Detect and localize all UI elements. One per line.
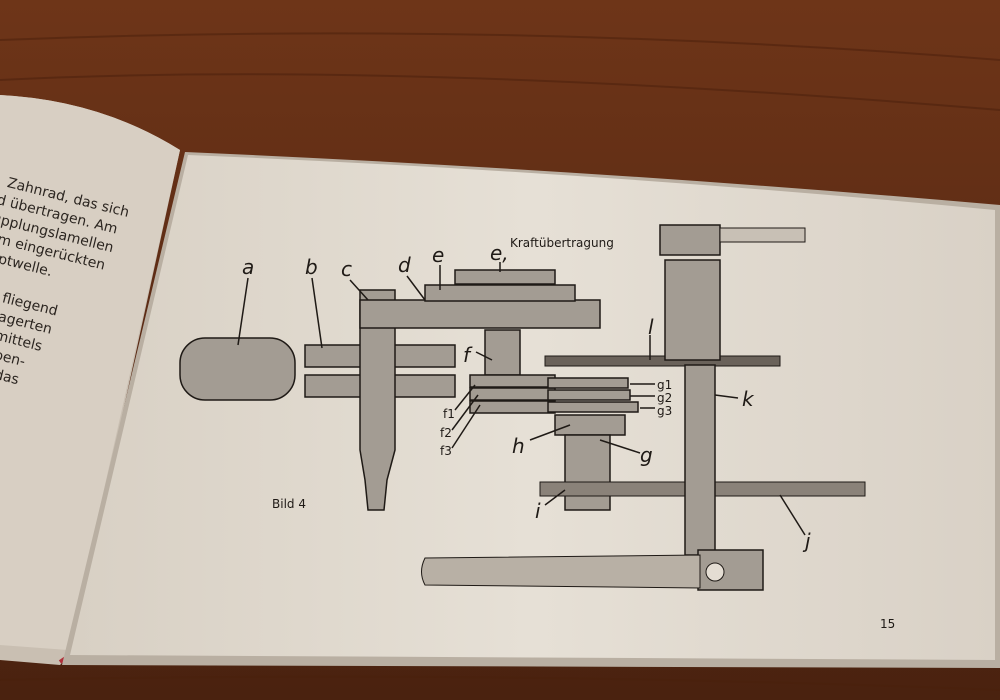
label-g2: g2 [657, 391, 672, 405]
label-e1: e, [490, 241, 509, 265]
transmission-diagram: Kraftübertragung a b c d e e, f l g1 g2 … [179, 224, 895, 631]
upper-arm [719, 227, 806, 243]
label-f3: f3 [440, 444, 452, 458]
label-e: e [432, 243, 444, 267]
label-h: h [512, 434, 525, 458]
crankshaft [359, 289, 396, 511]
shaft-f [484, 329, 521, 376]
leader-lines [237, 262, 806, 536]
page-number: 15 [880, 617, 895, 631]
label-k: k [742, 387, 755, 411]
label-j: j [802, 529, 811, 553]
label-f2: f2 [440, 426, 452, 440]
clutch-e1 [454, 269, 556, 285]
label-l: l [648, 315, 654, 339]
label-c: c [341, 257, 352, 281]
chain-l [544, 355, 781, 367]
upper-mount [659, 224, 721, 256]
piston [179, 337, 296, 401]
bolt-icon [705, 562, 725, 582]
label-d: d [398, 253, 411, 277]
gear-g2 [547, 389, 631, 401]
label-f: f [463, 343, 473, 367]
gear-f1 [469, 374, 556, 388]
label-b: b [305, 255, 318, 279]
shaft-g [564, 434, 611, 511]
label-a: a [242, 255, 254, 279]
pedal-arm [421, 554, 701, 589]
gear-g3 [547, 401, 639, 413]
gear-f2 [469, 387, 556, 401]
gear-g1 [547, 377, 629, 389]
label-g3: g3 [657, 404, 672, 418]
label-g: g [640, 443, 653, 467]
wood-grain [0, 32, 1000, 691]
gear-g [554, 414, 626, 436]
gear-f3 [469, 400, 556, 414]
clutch-e [424, 284, 576, 302]
label-f1: f1 [443, 407, 455, 421]
label-i: i [535, 499, 541, 523]
shaft-k [684, 364, 716, 556]
gear-d [359, 299, 601, 329]
hub [664, 259, 721, 361]
diagram-title: Kraftübertragung [510, 236, 614, 250]
left-page: Zahnrad, das sich d übertragen. Am upplu… [0, 95, 180, 665]
figure-caption: Bild 4 [272, 497, 306, 511]
label-g1: g1 [657, 378, 672, 392]
